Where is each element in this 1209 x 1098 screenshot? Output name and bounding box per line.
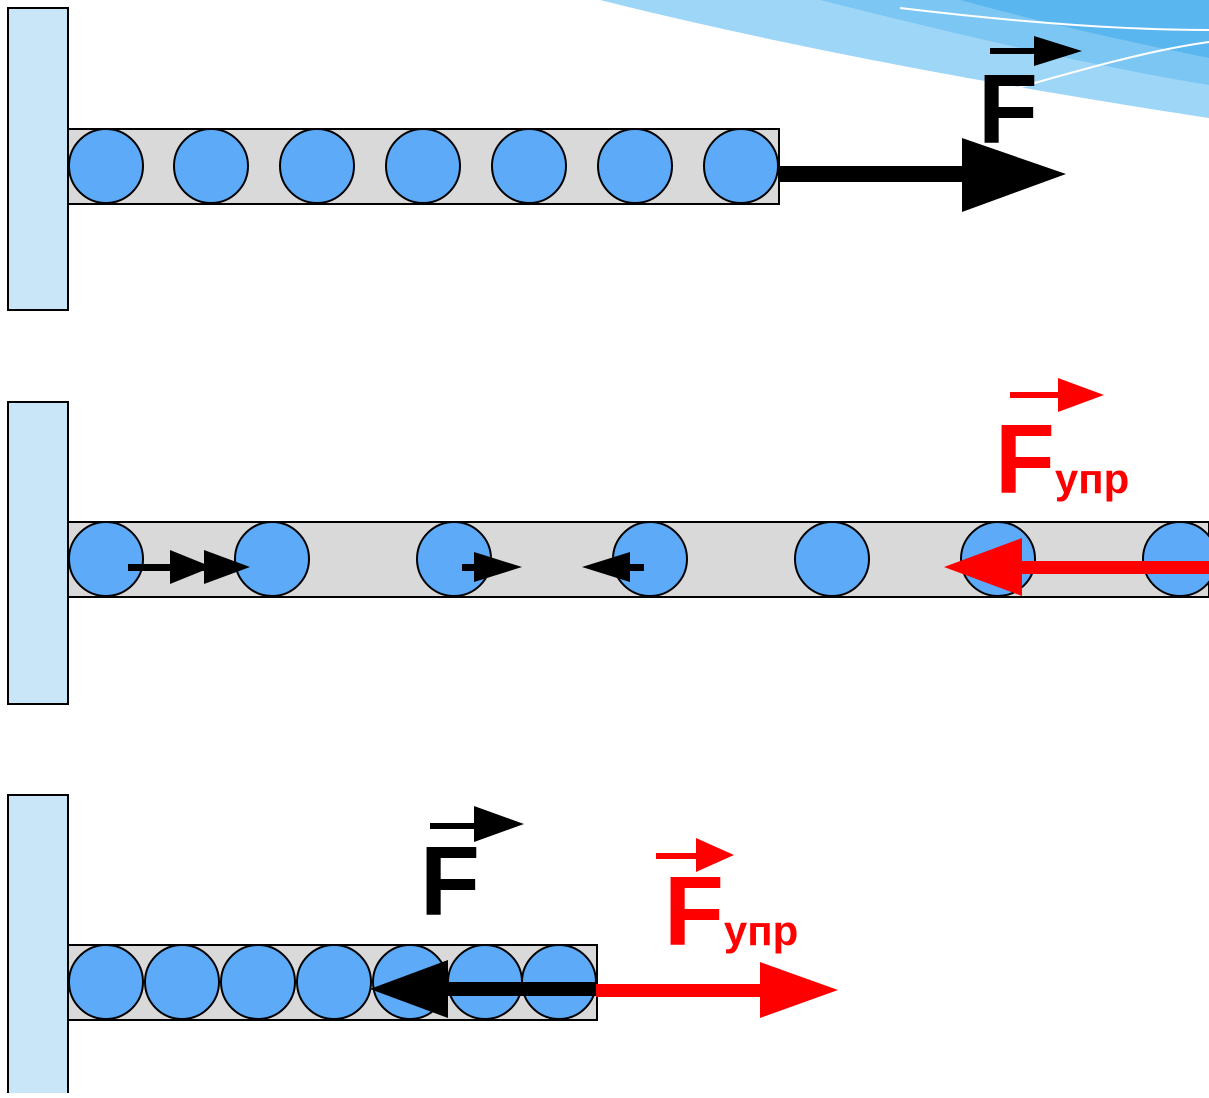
interaction-arrow xyxy=(582,552,644,582)
interaction-arrow xyxy=(128,550,250,584)
force-symbol: F xyxy=(420,826,480,936)
particle xyxy=(703,128,779,204)
diagram-particle-forces xyxy=(7,378,1209,705)
vector-arrow-icon xyxy=(656,838,734,872)
elastic-force-arrow xyxy=(596,962,838,1018)
force-arrow xyxy=(778,138,1066,212)
force-symbol: F xyxy=(995,404,1055,514)
elastic-force-label-2: Fупр xyxy=(995,410,1129,508)
diagram-compressed xyxy=(7,794,838,1098)
particle xyxy=(491,128,567,204)
vector-arrow-icon xyxy=(990,36,1082,66)
wall xyxy=(7,7,69,311)
wall xyxy=(7,794,69,1098)
interaction-arrow xyxy=(462,552,522,582)
particle xyxy=(144,944,220,1020)
swoosh-band xyxy=(960,0,1209,58)
elastic-force-label-3: Fупр xyxy=(664,862,798,960)
particle xyxy=(597,128,673,204)
elastic-force-arrow xyxy=(944,538,1209,596)
particle xyxy=(68,944,144,1020)
particle xyxy=(794,521,870,597)
particle xyxy=(173,128,249,204)
particle xyxy=(220,944,296,1020)
force-subscript: упр xyxy=(723,907,799,954)
swoosh-line xyxy=(1009,41,1209,91)
swoosh-line xyxy=(899,7,1209,31)
particle xyxy=(279,128,355,204)
particle xyxy=(68,521,144,597)
particle xyxy=(296,944,372,1020)
vector-arrow-icon xyxy=(1010,378,1104,412)
particles-row xyxy=(68,128,779,204)
force-label-1: F xyxy=(978,60,1038,158)
force-symbol: F xyxy=(978,54,1038,164)
force-label-3: F xyxy=(420,832,480,930)
particle xyxy=(68,128,144,204)
diagram-stretched xyxy=(7,7,1082,311)
force-subscript: упр xyxy=(1054,455,1130,502)
decorative-swoosh xyxy=(600,0,1209,118)
force-arrow xyxy=(370,960,596,1018)
particle xyxy=(234,521,310,597)
force-symbol: F xyxy=(664,856,724,966)
particle xyxy=(385,128,461,204)
particle xyxy=(1142,521,1209,597)
vector-arrow-icon xyxy=(430,806,524,842)
wall xyxy=(7,401,69,705)
